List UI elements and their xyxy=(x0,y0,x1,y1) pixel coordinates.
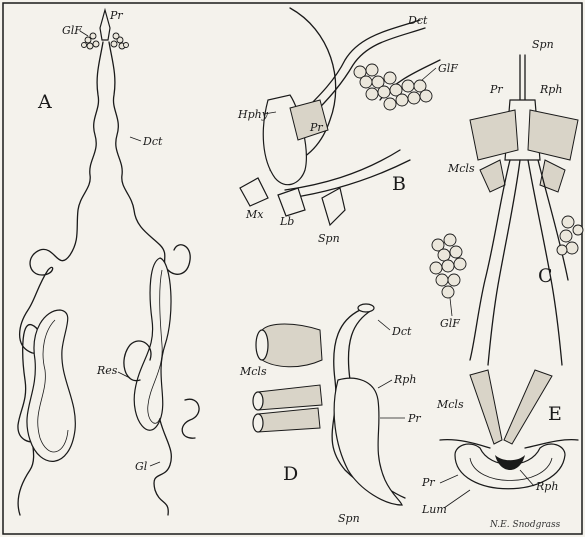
fig-d-muscle-top xyxy=(262,324,322,367)
fig-a-label-pr: Pr xyxy=(109,9,123,22)
fig-b-spinneret xyxy=(322,188,345,225)
fig-d-label-dct: Dct xyxy=(391,325,412,338)
fig-b-label-dct: Dct xyxy=(407,14,428,27)
fig-a-left-reservoir xyxy=(27,310,75,461)
fig-a-letter: A xyxy=(37,91,52,113)
fig-d-label-rph: Rph xyxy=(393,373,416,386)
fig-d-label-pr: Pr xyxy=(407,412,421,425)
fig-a-label-glf: GlF xyxy=(62,24,82,37)
fig-e-muscle-left xyxy=(470,370,502,444)
fig-a-right-coil xyxy=(182,399,199,438)
fig-a-gland-left xyxy=(82,33,100,49)
fig-b-label-pr: Pr xyxy=(309,121,323,134)
fig-b-label-mx: Mx xyxy=(245,208,264,221)
fig-b-gland-cluster xyxy=(354,64,432,110)
fig-a-right-tail xyxy=(154,420,171,515)
fig-e-label-lum: Lum xyxy=(421,503,447,516)
figure-c: C Spn Pr Rph Mcls GlF xyxy=(430,38,583,365)
fig-b-label-lb: Lb xyxy=(279,215,294,228)
fig-b-label-hphy: Hphy xyxy=(237,108,269,121)
fig-b-letter: B xyxy=(392,173,406,195)
fig-e-label-rph: Rph xyxy=(535,480,558,493)
fig-a-gland-right xyxy=(111,33,129,49)
artist-signature: N.E. Snodgrass xyxy=(489,520,561,530)
fig-d-letter: D xyxy=(283,463,298,485)
fig-c-label-pr: Pr xyxy=(489,83,503,96)
fig-a-press xyxy=(100,10,110,40)
fig-b-label-spn: Spn xyxy=(318,232,340,245)
figure-d: D Dct Rph Mcls Pr Spn xyxy=(239,304,421,525)
fig-b-maxilla xyxy=(240,178,268,206)
fig-a-label-res: Res xyxy=(96,364,118,377)
fig-c-letter: C xyxy=(538,265,553,287)
fig-d-label-mcls: Mcls xyxy=(239,365,267,378)
fig-a-right-reservoir xyxy=(134,258,171,430)
fig-c-gland-right xyxy=(557,216,583,255)
fig-b-labium xyxy=(278,188,305,216)
fig-e-label-pr: Pr xyxy=(421,476,435,489)
fig-d-press xyxy=(334,378,402,505)
fig-c-label-glf: GlF xyxy=(440,317,460,330)
fig-e-label-mcls: Mcls xyxy=(436,398,464,411)
fig-a-right-duct xyxy=(109,42,190,274)
figure-a: A Pr GlF Dct Res Gl xyxy=(18,9,199,515)
fig-c-label-spn: Spn xyxy=(532,38,554,51)
fig-e-letter: E xyxy=(548,403,562,425)
figure-e: E Mcls Pr Rph Lum xyxy=(421,370,578,516)
figure-b: B Dct GlF Hphy Pr Mx Lb Spn xyxy=(237,8,458,245)
fig-c-gland-left xyxy=(430,234,466,298)
fig-d-muscle-low xyxy=(258,408,320,432)
fig-d-muscle-mid xyxy=(258,385,322,410)
fig-c-label-rph: Rph xyxy=(539,83,562,96)
fig-b-label-glf: GlF xyxy=(438,62,458,75)
fig-d-label-spn: Spn xyxy=(338,512,360,525)
fig-a-label-dct: Dct xyxy=(142,135,163,148)
fig-a-label-gl: Gl xyxy=(135,460,148,473)
fig-e-muscle-right xyxy=(504,370,552,444)
fig-c-label-mcls: Mcls xyxy=(447,162,475,175)
